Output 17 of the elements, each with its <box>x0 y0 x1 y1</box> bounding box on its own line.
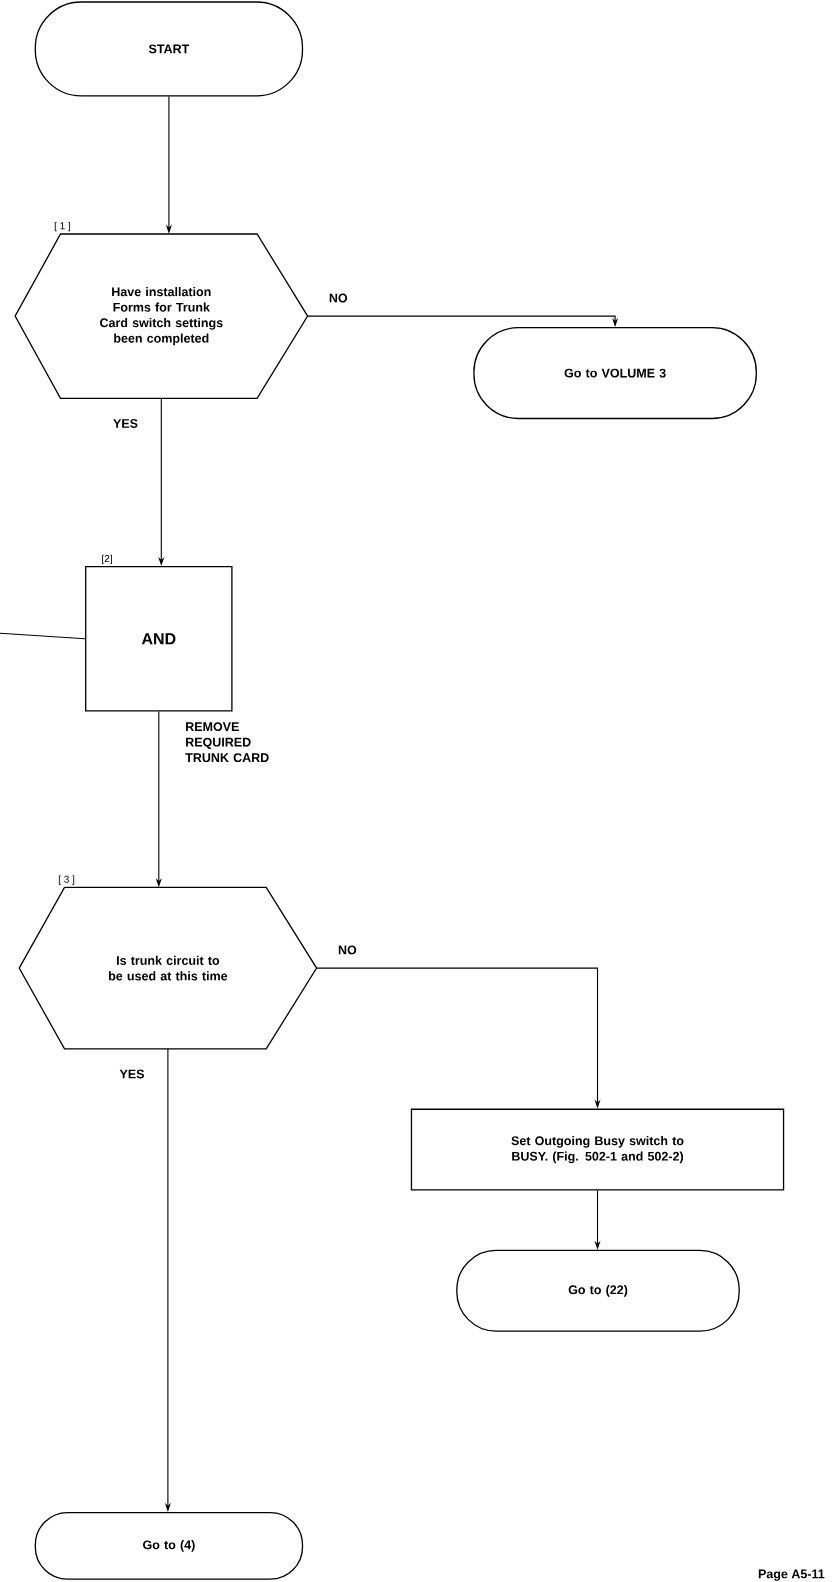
terminal-box: Go to (4) <box>34 1511 304 1580</box>
process-box: AND [2] <box>85 553 233 712</box>
node-label: [2] <box>102 554 112 564</box>
edge-label: NO <box>338 945 357 955</box>
page-number: Page A5-11 <box>758 1569 825 1581</box>
terminal-box: Go to VOLUME 3 <box>473 327 757 420</box>
decision-hexagon: Is trunk circuit to be used at this time [ 3 ] <box>18 873 318 1050</box>
edge-label: NO <box>329 293 348 303</box>
terminal-box: Go to (22) <box>456 1249 740 1332</box>
decision-hexagon: Have installation Forms for Trunk Card switch settings been completed [ 1 ] <box>14 220 309 399</box>
edge-label: REMOVE REQUIRED TRUNK CARD <box>185 722 269 763</box>
edge-label: YES <box>119 1069 144 1079</box>
node-label: [ 1 ] <box>54 221 71 232</box>
terminal-box: START <box>34 1 304 97</box>
process-box: Set Outgoing Busy switch to BUSY. (Fig. 502-1 and 502-2) <box>410 1108 785 1191</box>
node-label: [ 3 ] <box>58 875 75 885</box>
edge-label: YES <box>113 419 138 428</box>
